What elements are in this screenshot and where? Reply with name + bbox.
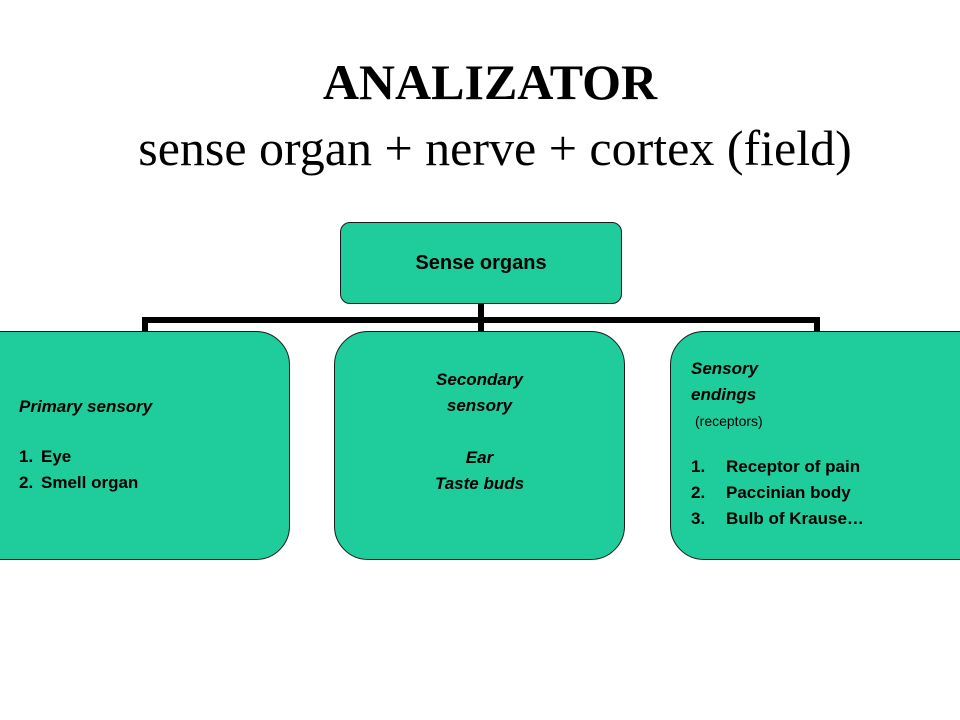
connector-left-stem [142,317,148,332]
list-item-number: 2. [691,483,706,502]
list-item: Taste buds [434,474,525,493]
list-item: Ear [465,448,494,467]
list-item-text: Bulb of Krause… [726,509,864,528]
node-sense-organs-label: Sense organs [415,251,547,274]
node-primary-sensory-heading: Primary sensory [19,397,153,416]
slide-title: ANALIZATOR [322,54,658,110]
node-sensory-endings-subheading: (receptors) [695,413,763,429]
node-sensory-endings-heading-line1: Sensory [691,359,759,378]
node-sensory-endings: Sensory endings (receptors) 1. Receptor … [670,331,960,560]
list-item: 1. Eye [19,444,138,470]
list-item: 1. Receptor of pain [691,454,864,480]
node-secondary-sensory-heading-line1: Secondary [436,370,523,389]
list-item-text: Paccinian body [726,483,851,502]
list-item: 3. Bulb of Krause… [691,506,864,532]
connector-right-stem [814,317,820,332]
list-item-number: 3. [691,509,706,528]
node-secondary-sensory: Secondary sensory Ear Taste buds [334,331,625,560]
list-item-text: Receptor of pain [726,457,861,476]
node-sensory-endings-heading-line2: endings [691,385,757,404]
node-secondary-sensory-content: Secondary sensory Ear Taste buds [335,367,624,497]
list-item: 2. Smell organ [19,470,138,496]
node-secondary-sensory-heading-line2: sensory [446,396,513,415]
connector-root-stem [478,303,484,323]
connector-middle-stem [478,317,484,332]
list-item: 2. Paccinian body [691,480,864,506]
node-primary-sensory: Primary sensory 1. Eye 2. Smell organ [0,331,290,560]
list-item-text: Eye [41,447,72,466]
list-item-number: 1. [19,447,34,466]
spacer [335,419,624,445]
slide-subtitle: sense organ + nerve + cortex (field) [138,120,852,176]
node-sense-organs: Sense organs [340,222,622,304]
primary-sensory-list: 1. Eye 2. Smell organ [19,444,138,496]
sensory-endings-list: 1. Receptor of pain 2. Paccinian body 3.… [691,454,864,532]
list-item-number: 2. [19,473,34,492]
node-sensory-endings-heading: Sensory endings [691,356,758,408]
list-item-text: Smell organ [41,473,139,492]
list-item-number: 1. [691,457,706,476]
